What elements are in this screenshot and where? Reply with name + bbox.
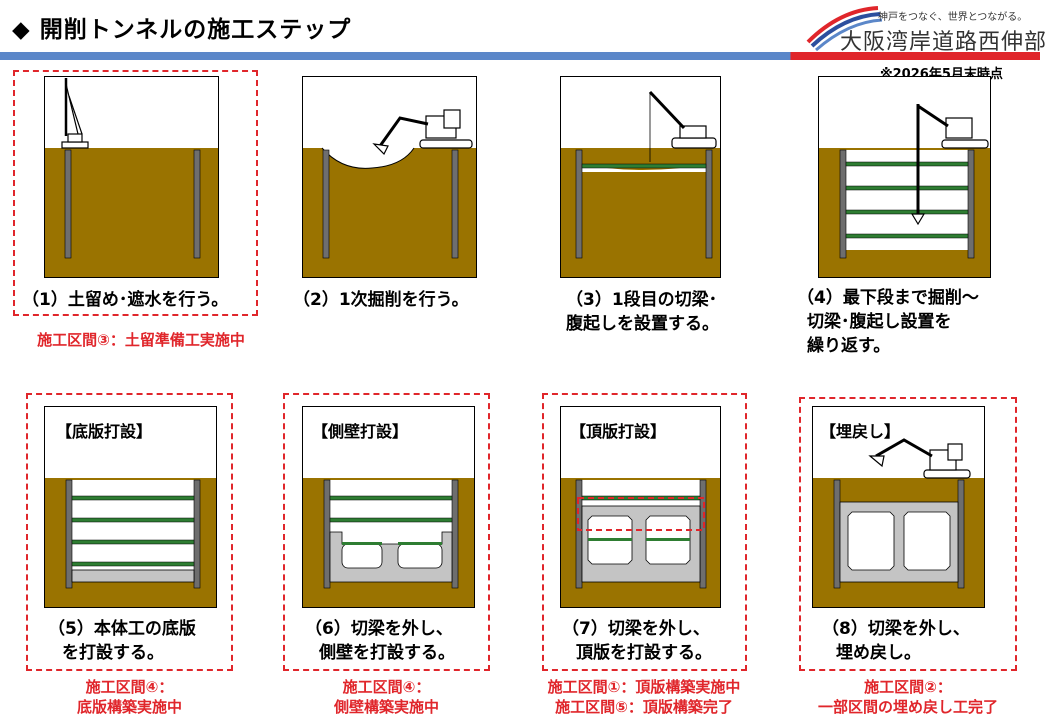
step-4-diagram (818, 76, 991, 278)
step-7-panel-label: 【頂版打設】 (570, 422, 667, 441)
step-6-panel-label: 【側壁打設】 (312, 422, 409, 441)
step-5-status: 施工区間④： 底版構築実施中 (76, 678, 182, 716)
step-6-status: 施工区間④： 側壁構築実施中 (333, 678, 439, 716)
step-3-caption: （3）1段目の切梁･ 腹起しを設置する。 (566, 290, 719, 334)
logo-tagline: 神戸をつなぐ、世界とつながる。 (878, 12, 1028, 23)
step-6-caption: （6）切梁を外し、 側壁を打設する。 (305, 619, 455, 663)
step-5-caption: （5）本体工の底版 を打設する。 (48, 619, 196, 663)
step-4-caption: （4）最下段まで掘削～ 切梁･腹起し設置を 繰り返す。 (797, 288, 979, 356)
step-5-highlight-frame (26, 393, 233, 671)
title-underline (0, 52, 1040, 60)
step-2-caption: （2）1次掘削を行う。 (293, 290, 469, 310)
long-arm-excavator-icon (910, 104, 989, 226)
page-title: ◆ 開削トンネルの施工ステップ (12, 17, 352, 43)
step-1-status: 施工区間③：土留準備工実施中 (37, 331, 245, 349)
step-7-caption: （7）切梁を外し、 頂版を打設する。 (562, 619, 712, 663)
step-8-highlight-frame (799, 397, 1017, 671)
step-5-panel-label: 【底版打設】 (56, 422, 153, 441)
crane-icon (648, 90, 717, 162)
step-8-diagram (812, 406, 985, 608)
step-7-status: 施工区間①：頂版構築実施中 施工区間⑤：頂版構築完了 (547, 678, 741, 716)
step-8-caption: （8）切梁を外し、 埋め戻し。 (822, 619, 970, 663)
logo-swoosh-icon (806, 6, 883, 52)
logo-name: 大阪湾岸道路西伸部 (840, 30, 1047, 55)
excavator-icon (868, 438, 971, 479)
pile-driver-icon (61, 78, 89, 149)
step-8-panel-label: 【埋戻し】 (820, 422, 901, 441)
step-6-diagram (302, 406, 475, 608)
step-1-highlight-frame (13, 70, 258, 316)
step-2-diagram (302, 76, 477, 278)
excavator-icon (372, 109, 473, 156)
step-7-highlight-frame (542, 393, 747, 671)
step-7-diagram (560, 406, 721, 608)
step-5-diagram (44, 406, 217, 608)
step-1-diagram (44, 76, 219, 278)
step-1-caption: （1）土留め･遮水を行う。 (22, 290, 229, 310)
step-3-diagram (560, 76, 721, 278)
step-6-highlight-frame (283, 393, 490, 671)
step-8-status: 施工区間②： 一部区間の埋め戻し工完了 (817, 678, 998, 716)
